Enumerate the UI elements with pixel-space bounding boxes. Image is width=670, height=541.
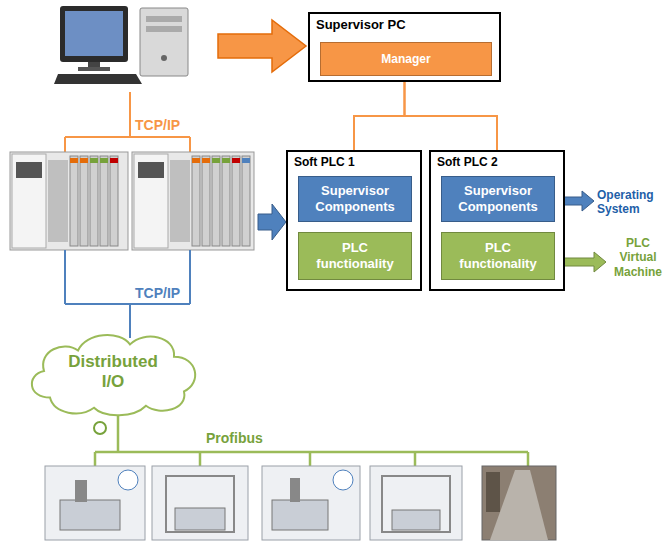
network-label: TCP/IP bbox=[135, 117, 180, 134]
network-bracket bbox=[65, 92, 190, 152]
io-cloud: Distributed I/O bbox=[20, 326, 206, 418]
conveyor-photo bbox=[482, 466, 556, 540]
box-title: Soft PLC 2 bbox=[437, 155, 498, 169]
output-label: Operating System bbox=[597, 188, 667, 217]
flow-arrow bbox=[564, 252, 606, 272]
station-photo bbox=[45, 466, 145, 540]
station-photo bbox=[152, 466, 248, 540]
desktop-computer bbox=[54, 6, 188, 84]
plc-rack bbox=[132, 152, 254, 250]
connector bbox=[405, 82, 498, 150]
supervisor-box: Supervisor PC Manager bbox=[308, 12, 501, 82]
bus-label: Profibus bbox=[206, 430, 263, 447]
flow-arrow bbox=[218, 20, 306, 72]
box-text: Manager bbox=[381, 52, 430, 66]
component-box: Supervisor Components bbox=[441, 176, 555, 222]
connector bbox=[354, 82, 405, 150]
box-title: Supervisor PC bbox=[316, 17, 406, 33]
box-text: PLC functionality bbox=[304, 240, 406, 271]
soft-plc-box: Soft PLC 1 Supervisor ComponentsPLC funct… bbox=[286, 150, 422, 291]
box-text: PLC functionality bbox=[447, 240, 549, 271]
component-box: PLC functionality bbox=[441, 232, 555, 280]
fieldbus-line bbox=[95, 412, 528, 466]
network-bracket bbox=[65, 250, 190, 338]
component-box: PLC functionality bbox=[298, 232, 412, 280]
box-text: Supervisor Components bbox=[447, 183, 549, 214]
plc-rack bbox=[10, 152, 128, 250]
soft-plc-box: Soft PLC 2 Supervisor ComponentsPLC funct… bbox=[429, 150, 565, 291]
manager-box: Manager bbox=[320, 42, 492, 76]
network-label: TCP/IP bbox=[135, 285, 180, 302]
station-photo bbox=[262, 466, 360, 540]
box-title: Soft PLC 1 bbox=[294, 155, 355, 169]
bus-connector bbox=[94, 422, 106, 434]
box-text: Distributed I/O bbox=[58, 352, 168, 393]
flow-arrow bbox=[258, 204, 286, 240]
output-label: PLC Virtual Machine bbox=[608, 236, 668, 279]
component-box: Supervisor Components bbox=[298, 176, 412, 222]
flow-arrow bbox=[564, 191, 594, 211]
box-text: Supervisor Components bbox=[304, 183, 406, 214]
station-photo bbox=[370, 466, 462, 540]
